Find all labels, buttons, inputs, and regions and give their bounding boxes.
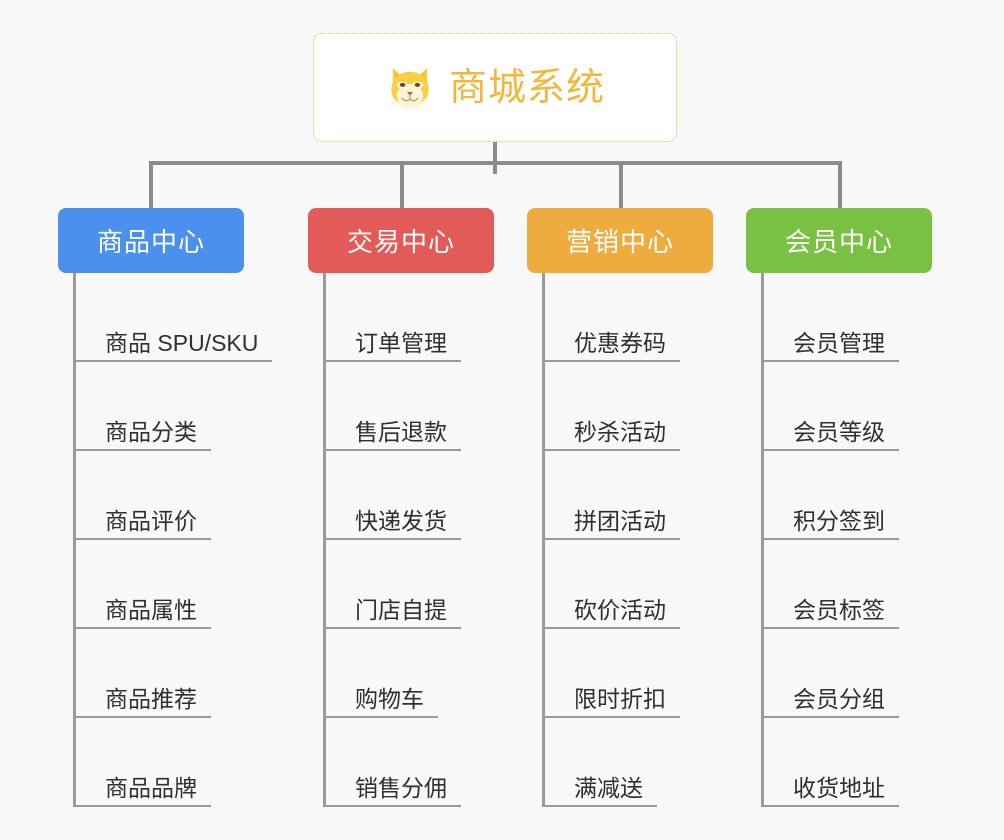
root-node[interactable]: 商城系统 bbox=[313, 33, 677, 142]
leaf-item-underline bbox=[323, 449, 461, 451]
leaf-item-underline bbox=[323, 805, 461, 807]
leaf-item-underline bbox=[761, 449, 899, 451]
leaf-item-label: 拼团活动 bbox=[574, 507, 666, 534]
leaf-item-label: 商品评价 bbox=[105, 507, 197, 534]
leaf-item[interactable]: 售后退款 bbox=[323, 362, 461, 451]
leaf-item-label: 订单管理 bbox=[355, 329, 447, 356]
leaf-item-underline bbox=[73, 805, 211, 807]
leaf-item[interactable]: 会员分组 bbox=[761, 629, 899, 718]
leaf-item[interactable]: 收货地址 bbox=[761, 718, 899, 807]
leaf-item-label: 会员管理 bbox=[793, 329, 885, 356]
leaf-item-underline bbox=[761, 360, 899, 362]
root-title: 商城系统 bbox=[448, 66, 605, 109]
shiba-dog-face-icon bbox=[385, 63, 435, 113]
leaf-item[interactable]: 商品评价 bbox=[73, 451, 211, 540]
category-label: 商品中心 bbox=[96, 227, 205, 257]
leaf-item-underline bbox=[323, 538, 461, 540]
leaf-item[interactable]: 会员标签 bbox=[761, 540, 899, 629]
category-box-1[interactable]: 商品中心 bbox=[58, 208, 244, 273]
leaf-item[interactable]: 门店自提 bbox=[323, 540, 461, 629]
leaf-item-underline bbox=[73, 538, 211, 540]
category-label: 会员中心 bbox=[784, 227, 893, 257]
leaf-item-label: 商品品牌 bbox=[105, 774, 197, 801]
leaf-item[interactable]: 订单管理 bbox=[323, 273, 461, 362]
leaf-item-label: 优惠券码 bbox=[574, 329, 666, 356]
leaf-item[interactable]: 快递发货 bbox=[323, 451, 461, 540]
leaf-item-label: 会员标签 bbox=[793, 596, 885, 623]
leaf-item-label: 销售分佣 bbox=[355, 774, 447, 801]
connector-drop-4 bbox=[838, 161, 842, 208]
category-box-4[interactable]: 会员中心 bbox=[746, 208, 932, 273]
leaf-item-underline bbox=[542, 360, 680, 362]
leaf-item-label: 秒杀活动 bbox=[574, 418, 666, 445]
leaf-item-label: 会员等级 bbox=[793, 418, 885, 445]
leaf-item[interactable]: 销售分佣 bbox=[323, 718, 461, 807]
leaf-item-underline bbox=[761, 627, 899, 629]
leaf-item-underline bbox=[73, 360, 272, 362]
leaf-spine bbox=[323, 273, 326, 807]
leaf-item[interactable]: 限时折扣 bbox=[542, 629, 680, 718]
leaf-item-label: 积分签到 bbox=[793, 507, 885, 534]
leaf-item[interactable]: 砍价活动 bbox=[542, 540, 680, 629]
category-label: 交易中心 bbox=[346, 227, 455, 257]
leaf-spine bbox=[542, 273, 545, 807]
leaf-spine bbox=[761, 273, 764, 807]
leaf-item-underline bbox=[761, 805, 899, 807]
leaf-item[interactable]: 商品 SPU/SKU bbox=[73, 273, 272, 362]
leaf-item[interactable]: 购物车 bbox=[323, 629, 438, 718]
leaf-item-underline bbox=[323, 360, 461, 362]
leaf-item[interactable]: 会员等级 bbox=[761, 362, 899, 451]
leaf-item-underline bbox=[73, 716, 211, 718]
leaf-item-label: 砍价活动 bbox=[574, 596, 666, 623]
leaf-item-underline bbox=[323, 627, 461, 629]
leaf-item[interactable]: 会员管理 bbox=[761, 273, 899, 362]
leaf-item-underline bbox=[323, 716, 438, 718]
leaf-item[interactable]: 拼团活动 bbox=[542, 451, 680, 540]
leaf-item-underline bbox=[761, 538, 899, 540]
connector-horizontal-bus bbox=[149, 161, 842, 165]
leaf-item-label: 商品 SPU/SKU bbox=[105, 329, 259, 356]
connector-drop-1 bbox=[149, 161, 153, 208]
leaf-item[interactable]: 商品属性 bbox=[73, 540, 211, 629]
leaf-item-underline bbox=[542, 627, 680, 629]
leaf-item-label: 满减送 bbox=[574, 774, 643, 801]
leaf-item-underline bbox=[761, 716, 899, 718]
leaf-item[interactable]: 商品分类 bbox=[73, 362, 211, 451]
leaf-item-label: 商品属性 bbox=[105, 596, 197, 623]
category-box-3[interactable]: 营销中心 bbox=[527, 208, 713, 273]
leaf-item-label: 售后退款 bbox=[355, 418, 447, 445]
leaf-item-label: 商品推荐 bbox=[105, 685, 197, 712]
leaf-item[interactable]: 优惠券码 bbox=[542, 273, 680, 362]
leaf-item-underline bbox=[73, 449, 211, 451]
connector-drop-3 bbox=[619, 161, 623, 208]
connector-drop-2 bbox=[400, 161, 404, 208]
connector-root-stem bbox=[493, 142, 497, 174]
leaf-spine bbox=[73, 273, 76, 807]
leaf-item-label: 购物车 bbox=[355, 685, 424, 712]
leaf-item-label: 限时折扣 bbox=[574, 685, 666, 712]
leaf-item-underline bbox=[542, 449, 680, 451]
category-label: 营销中心 bbox=[565, 227, 674, 257]
leaf-item-underline bbox=[542, 716, 680, 718]
leaf-item[interactable]: 积分签到 bbox=[761, 451, 899, 540]
leaf-item-underline bbox=[542, 538, 680, 540]
leaf-item-label: 商品分类 bbox=[105, 418, 197, 445]
leaf-item-label: 快递发货 bbox=[355, 507, 447, 534]
leaf-item[interactable]: 秒杀活动 bbox=[542, 362, 680, 451]
category-box-2[interactable]: 交易中心 bbox=[308, 208, 494, 273]
leaf-item[interactable]: 商品推荐 bbox=[73, 629, 211, 718]
leaf-item-label: 会员分组 bbox=[793, 685, 885, 712]
leaf-item-underline bbox=[73, 627, 211, 629]
leaf-item-label: 收货地址 bbox=[793, 774, 885, 801]
leaf-item[interactable]: 满减送 bbox=[542, 718, 657, 807]
leaf-item-underline bbox=[542, 805, 657, 807]
leaf-item[interactable]: 商品品牌 bbox=[73, 718, 211, 807]
leaf-item-label: 门店自提 bbox=[355, 596, 447, 623]
